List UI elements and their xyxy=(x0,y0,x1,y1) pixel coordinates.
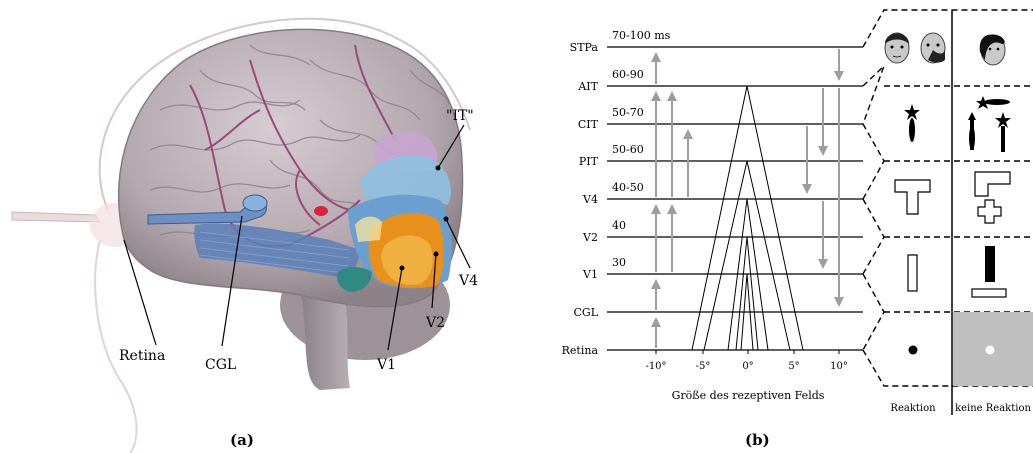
downward-arrows xyxy=(807,49,839,302)
latency-pit: 50-60 xyxy=(612,143,644,156)
label-v4: V4 xyxy=(458,273,478,289)
face-profile-icon xyxy=(980,35,1005,65)
area-label-stpa: STPa xyxy=(570,41,599,54)
latency-v4: 40-50 xyxy=(612,181,644,194)
latency-v2: 40 xyxy=(612,219,626,232)
caption-a: (a) xyxy=(230,431,254,449)
latency-cit: 50-70 xyxy=(612,106,644,119)
brain-illustration: "IT" V4 V2 V1 CGL Retina xyxy=(12,19,478,453)
area-label-cit: CIT xyxy=(578,118,599,131)
dot-white-icon xyxy=(986,346,995,355)
latency-ait: 60-90 xyxy=(612,68,644,81)
tick-label-10: 10° xyxy=(830,361,848,372)
t-shape-icon xyxy=(895,180,930,214)
label-v2: V2 xyxy=(425,315,445,331)
column-label-no-reaction: keine Reaktion xyxy=(955,403,1031,414)
area-label-cgl: CGL xyxy=(573,306,598,319)
column-label-reaction: Reaktion xyxy=(890,403,936,414)
area-label-v2: V2 xyxy=(582,231,598,244)
cross-shape-icon xyxy=(978,200,1001,223)
area-label-retina: Retina xyxy=(562,344,599,357)
label-it: "IT" xyxy=(446,108,474,124)
l-shape-icon xyxy=(975,172,1010,196)
receptive-field-triangles xyxy=(692,86,803,350)
eye-outline xyxy=(12,212,100,222)
tick-label-neg5: -5° xyxy=(696,361,711,372)
star-arrows-icon xyxy=(968,96,1011,152)
bar-outline-icon xyxy=(908,255,917,291)
x-axis-label: Größe des rezeptiven Felds xyxy=(672,389,825,402)
area-label-pit: PIT xyxy=(579,155,599,168)
area-label-v4: V4 xyxy=(582,193,598,206)
latency-stpa: 70-100 ms xyxy=(612,29,671,42)
tick-label-5: 5° xyxy=(788,361,799,372)
latency-v1: 30 xyxy=(612,256,626,269)
neck-outline xyxy=(95,240,136,453)
brainstem xyxy=(300,290,350,390)
area-label-ait: AIT xyxy=(577,80,598,93)
red-spot xyxy=(314,206,328,216)
star-ellipse-icon xyxy=(904,104,920,142)
tick-label-0: 0° xyxy=(742,361,753,372)
face-scrambled-icon xyxy=(921,33,945,63)
hierarchy-diagram: STPa AIT CIT PIT V4 V2 V1 CGL Retina 70-… xyxy=(562,10,1033,415)
label-retina: Retina xyxy=(119,348,165,364)
level-lines xyxy=(607,47,863,350)
face-front-icon xyxy=(885,33,909,63)
upward-arrows xyxy=(656,57,688,348)
bar-horizontal-icon xyxy=(972,289,1006,297)
caption-b: (b) xyxy=(745,431,770,449)
label-cgl: CGL xyxy=(205,357,236,373)
dot-black-icon xyxy=(909,346,918,355)
area-label-v1: V1 xyxy=(582,268,598,281)
tick-label-neg10: -10° xyxy=(645,361,666,372)
cgl-body xyxy=(243,195,267,211)
label-v1: V1 xyxy=(376,357,396,373)
bar-filled-icon xyxy=(985,246,995,282)
